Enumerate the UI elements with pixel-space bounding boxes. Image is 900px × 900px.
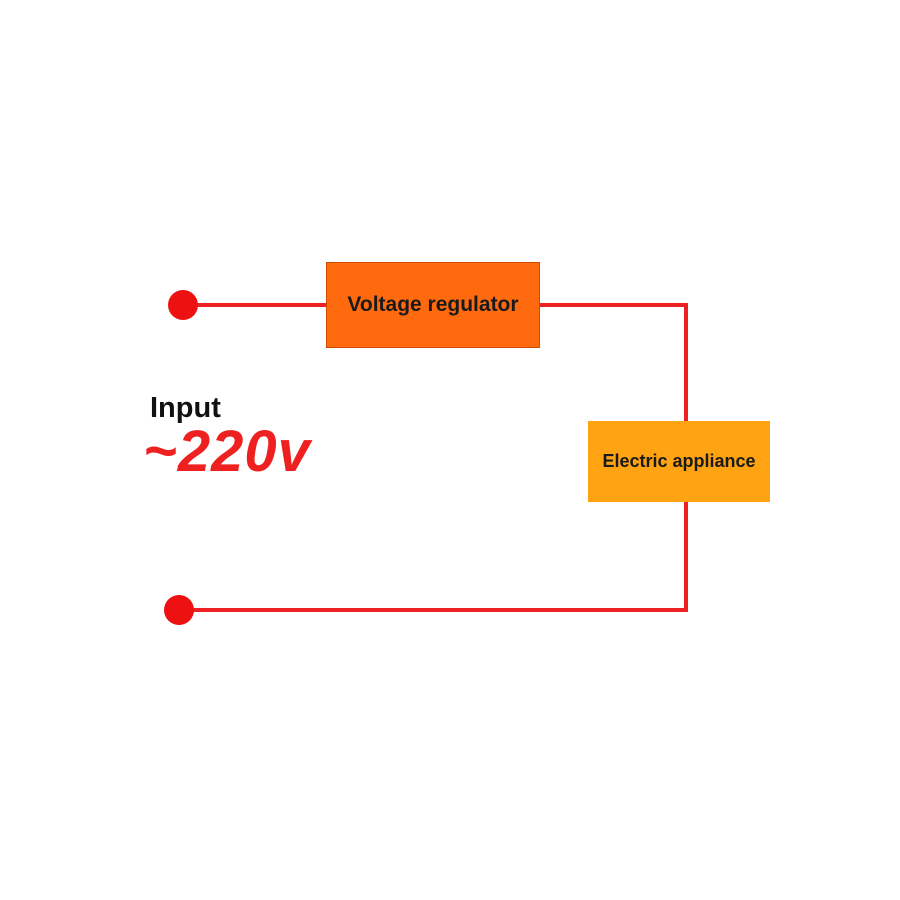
bottom-input-terminal — [164, 595, 194, 625]
top-input-terminal — [168, 290, 198, 320]
input-label: Input — [150, 392, 221, 424]
input-voltage-label: ~220v — [143, 419, 311, 484]
electric-appliance-label: Electric appliance — [602, 451, 756, 471]
voltage-regulator-label: Voltage regulator — [347, 293, 519, 316]
appliance-return-wire — [179, 502, 688, 612]
electric-appliance-block: Electric appliance — [588, 421, 770, 502]
regulator-to-appliance-wire — [540, 303, 688, 421]
voltage-regulator-block: Voltage regulator — [326, 262, 540, 348]
